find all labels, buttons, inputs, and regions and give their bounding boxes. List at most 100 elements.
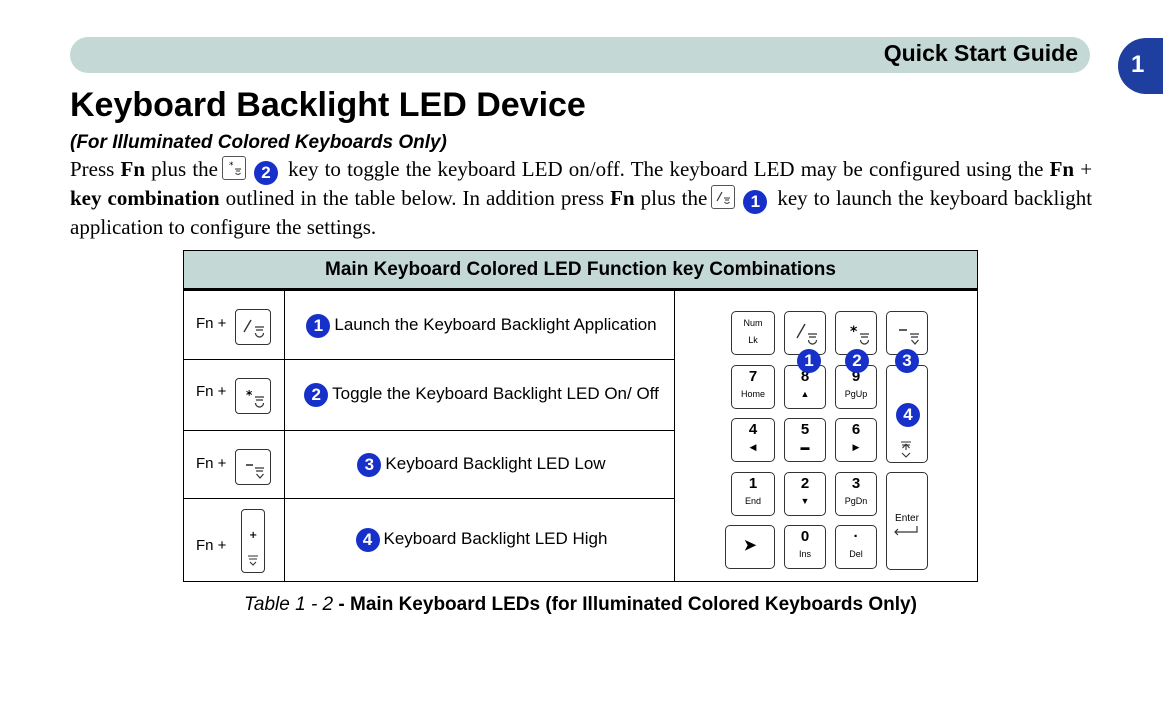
key-4: 4 ◀ — [731, 418, 775, 463]
key-1: 1 End — [731, 472, 775, 517]
fn-label: Fn + — [196, 454, 227, 472]
key-3: 3 PgDn — [835, 472, 877, 517]
guide-title: Quick Start Guide — [883, 40, 1078, 66]
keypad-badge-1: 1 — [797, 349, 821, 374]
caption-number: Table 1 - 2 — [244, 594, 334, 615]
fn-label: Fn + — [196, 315, 227, 333]
key-7-sub: Home — [740, 389, 765, 400]
numlock-key: Num Lk — [731, 311, 775, 356]
chapter-tab[interactable]: 1 — [1118, 38, 1163, 94]
key-5: 5 ▬ — [784, 418, 826, 463]
key-cell: Fn + — [183, 289, 285, 361]
key-1-label: 1 — [748, 475, 758, 493]
key-0: 0 Ins — [784, 525, 826, 570]
header-bar: Quick Start Guide — [70, 37, 1090, 73]
fn-key-text: Fn — [120, 157, 146, 181]
key-combination-text: key combination — [70, 186, 220, 210]
text-mid2: outlined in the table below. In addition… — [225, 186, 605, 210]
key-8-label: 8 — [800, 368, 810, 386]
keypad-diagram: Num Lk * 7 Home 8 ▲ 9 PgUp — [674, 289, 978, 582]
asterisk-backlight-key-icon: * — [221, 156, 246, 180]
key-7: 7 Home — [731, 365, 775, 410]
text-end: key to launch the keyboard backlight app… — [70, 186, 1093, 239]
page-title: Keyboard Backlight LED Device — [70, 86, 586, 124]
row-text: Keyboard Backlight LED Low — [385, 453, 606, 473]
key-dot-label: · — [853, 528, 859, 546]
text-press: Press — [70, 157, 115, 181]
caption-dash: - — [333, 594, 351, 615]
key-2-label: 2 — [800, 475, 810, 493]
text-mid1: key to toggle the keyboard LED on/off. T… — [288, 157, 1044, 181]
fn-combo-text: Fn — [1049, 157, 1075, 181]
key-8-sub: ▲ — [800, 389, 810, 400]
text-plus-the-2: plus the — [640, 186, 708, 210]
text-plus: + — [1080, 157, 1093, 181]
key-7-label: 7 — [748, 368, 758, 386]
key-3-label: 3 — [851, 475, 861, 493]
key-6-label: 6 — [851, 421, 861, 439]
key-dot-sub: Del — [849, 549, 863, 560]
key-6: 6 ▶ — [835, 418, 877, 463]
row-badge-3: 3 — [357, 452, 382, 477]
enter-key: Enter — [886, 472, 928, 571]
fn-key-text-2: Fn — [610, 186, 635, 210]
key-9-label: 9 — [851, 368, 861, 386]
arrow-key: ➤ — [725, 525, 775, 570]
key-2: 2 ▼ — [784, 472, 826, 517]
row-badge-4: 4 — [355, 528, 380, 553]
svg-text:*: * — [850, 324, 858, 340]
slash-backlight-icon — [235, 309, 271, 346]
enter-arrow-icon — [894, 526, 918, 536]
key-4-label: 4 — [748, 421, 758, 439]
svg-text:*: * — [246, 388, 253, 402]
keypad-badge-2: 2 — [845, 349, 869, 374]
slash-backlight-key-icon — [711, 185, 736, 209]
led-combinations-table: Main Keyboard Colored LED Function key C… — [183, 249, 978, 583]
key-cell: Fn + — [183, 429, 285, 499]
numlk-bottom-label: Lk — [748, 335, 758, 346]
row-text: Launch the Keyboard Backlight Applicatio… — [334, 314, 657, 334]
intro-paragraph: Press Fn plus the*2 key to toggle the ke… — [70, 156, 1092, 241]
plus-backlight-icon: + — [241, 508, 265, 573]
key-2-sub: ▼ — [800, 496, 810, 507]
key-0-sub: Ins — [798, 549, 811, 560]
minus-key — [886, 311, 928, 356]
fn-label: Fn + — [196, 383, 227, 401]
key-cell: Fn + + — [183, 497, 285, 583]
row-badge-1: 1 — [306, 313, 331, 338]
key-9-sub: PgUp — [844, 389, 868, 400]
key-0-label: 0 — [800, 528, 810, 546]
keypad-badge-4: 4 — [896, 403, 920, 428]
text-plus-the: plus the — [151, 157, 218, 181]
key-3-sub: PgDn — [844, 496, 868, 507]
table-caption: Table 1 - 2 - Main Keyboard LEDs (for Il… — [183, 594, 978, 616]
row-text: Toggle the Keyboard Backlight LED On/ Of… — [332, 384, 659, 404]
row-text: Keyboard Backlight LED High — [383, 529, 608, 549]
arrow-key-label: ➤ — [743, 537, 757, 555]
fn-label: Fn + — [196, 536, 227, 554]
key-4-sub: ◀ — [749, 442, 757, 453]
numlk-top-label: Num — [743, 318, 763, 329]
svg-text:+: + — [249, 530, 257, 541]
caption-text: Main Keyboard LEDs (for Illuminated Colo… — [350, 594, 917, 615]
minus-backlight-icon — [235, 448, 271, 485]
page-subtitle: (For Illuminated Colored Keyboards Only) — [70, 132, 447, 153]
chapter-number: 1 — [1131, 51, 1145, 78]
key-5-label: 5 — [800, 421, 810, 439]
badge-1: 1 — [743, 190, 768, 214]
keypad-badge-3: 3 — [895, 349, 919, 374]
key-cell: Fn + * — [183, 359, 285, 431]
svg-text:*: * — [229, 161, 234, 171]
key-6-sub: ▶ — [852, 442, 860, 453]
key-1-sub: End — [744, 496, 761, 507]
row-badge-2: 2 — [304, 383, 329, 408]
key-5-sub: ▬ — [800, 442, 810, 453]
